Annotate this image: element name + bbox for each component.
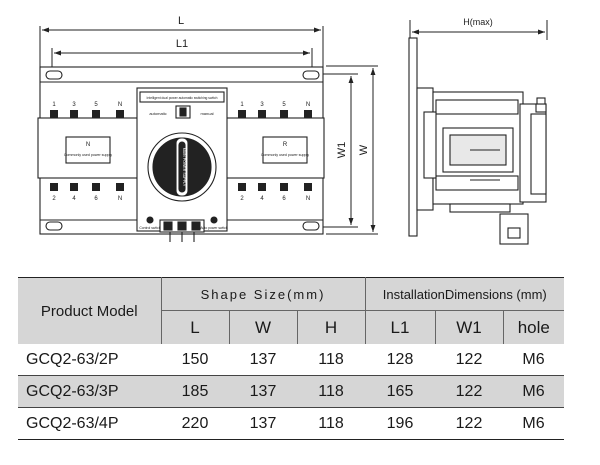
terminal-number-bottom-1: 4	[72, 196, 76, 202]
left-panel-caption: Commonly used power supply	[64, 153, 112, 157]
cell-hole: M6	[503, 375, 565, 408]
front-view	[37, 66, 325, 242]
header-col-W: W	[229, 310, 298, 344]
cell-L: 185	[161, 375, 229, 408]
right-panel-caption: Commonly used power supply	[261, 153, 309, 157]
terminal-number-bottom-7: N	[306, 196, 310, 202]
header-col-L: L	[161, 310, 230, 344]
terminal-number-top-7: N	[306, 102, 310, 108]
cell-W: 137	[229, 375, 297, 408]
header-shape-size: Shape Size(mm)	[161, 277, 366, 311]
cell-L: 150	[181, 350, 209, 368]
terminal-numbers-top: 1 3 5 N 1 3 5 N	[52, 102, 310, 108]
cell-H: 118	[297, 375, 365, 408]
cell-hole: M6	[522, 350, 545, 368]
controller-title: Intelligent dual power automatic switchi…	[147, 96, 218, 100]
header-col-H: H	[297, 310, 366, 344]
tag-auto-power-switch: Auto power switch	[200, 226, 228, 230]
terminal-number-top-0: 1	[52, 102, 56, 108]
table-header-group-row: Product Model Shape Size(mm) Installatio…	[18, 277, 565, 344]
terminal-numbers-bottom: 2 4 6 N 2 4 6 N	[52, 196, 310, 202]
cell-L1: 128	[386, 350, 414, 368]
switch-label-automatic: automatic	[149, 111, 166, 116]
terminal-number-top-5: 3	[260, 102, 264, 108]
terminal-number-top-1: 3	[72, 102, 76, 108]
tag-control-switch: Control switch	[139, 226, 160, 230]
cell-L: 220	[161, 407, 229, 440]
cell-hole: M6	[503, 407, 565, 440]
cell-W1: 122	[435, 375, 503, 408]
header-col-L1: L1	[365, 310, 436, 344]
dim-label-L: L	[178, 15, 184, 27]
terminal-number-bottom-5: 4	[260, 196, 264, 202]
dim-label-H: H(max)	[463, 17, 493, 27]
table-row: GCQ2-63/2P 150 137 118 128 122 M6	[18, 344, 564, 376]
header-col-W1: W1	[435, 310, 504, 344]
cell-W: 137	[249, 350, 277, 368]
dimension-table: Product Model Shape Size(mm) Installatio…	[18, 277, 565, 440]
terminal-number-top-4: 1	[240, 102, 244, 108]
terminal-number-bottom-2: 6	[94, 196, 98, 202]
terminal-number-bottom-0: 2	[52, 196, 56, 202]
terminal-number-top-3: N	[118, 102, 122, 108]
cell-H: 118	[318, 350, 344, 368]
table-row: GCQ2-63/3P 185 137 118 165 122 M6	[18, 375, 565, 408]
cell-model: GCQ2-63/3P	[18, 375, 161, 408]
cell-H: 118	[297, 407, 365, 440]
cell-W1: 122	[455, 350, 483, 368]
left-panel-letter: N	[86, 142, 90, 148]
right-panel-letter: R	[283, 142, 288, 148]
cell-L1: 165	[365, 375, 435, 408]
dim-label-L1: L1	[176, 38, 188, 50]
cell-W1: 122	[435, 407, 503, 440]
dim-label-W1: W1	[336, 142, 348, 159]
side-view	[408, 37, 547, 245]
cell-W: 137	[229, 407, 297, 440]
terminal-number-bottom-4: 2	[240, 196, 244, 202]
table-header-column-row: L W H L1 W1 hole	[18, 310, 565, 344]
cell-model: GCQ2-63/4P	[18, 407, 161, 440]
dim-label-W: W	[358, 144, 370, 155]
cell-L1: 196	[365, 407, 435, 440]
switch-label-manual: manual	[200, 111, 213, 116]
dimension-drawing: L L1 W1 W H(max)	[37, 15, 548, 245]
terminal-number-bottom-3: N	[118, 196, 122, 202]
dimension-lines	[39, 20, 548, 235]
table-row: GCQ2-63/4P 220 137 118 196 122 M6	[18, 407, 565, 440]
header-col-hole: hole	[503, 310, 565, 344]
terminal-number-bottom-6: 6	[282, 196, 286, 202]
knob-text: MAIN POWER SUPPLY	[182, 148, 186, 187]
terminal-number-top-2: 5	[94, 102, 98, 108]
header-product-model: Product Model	[18, 277, 162, 344]
terminal-number-top-6: 5	[282, 102, 286, 108]
cell-model: GCQ2-63/2P	[26, 350, 119, 368]
header-installation-dimensions: InstallationDimensions (mm)	[365, 277, 565, 311]
